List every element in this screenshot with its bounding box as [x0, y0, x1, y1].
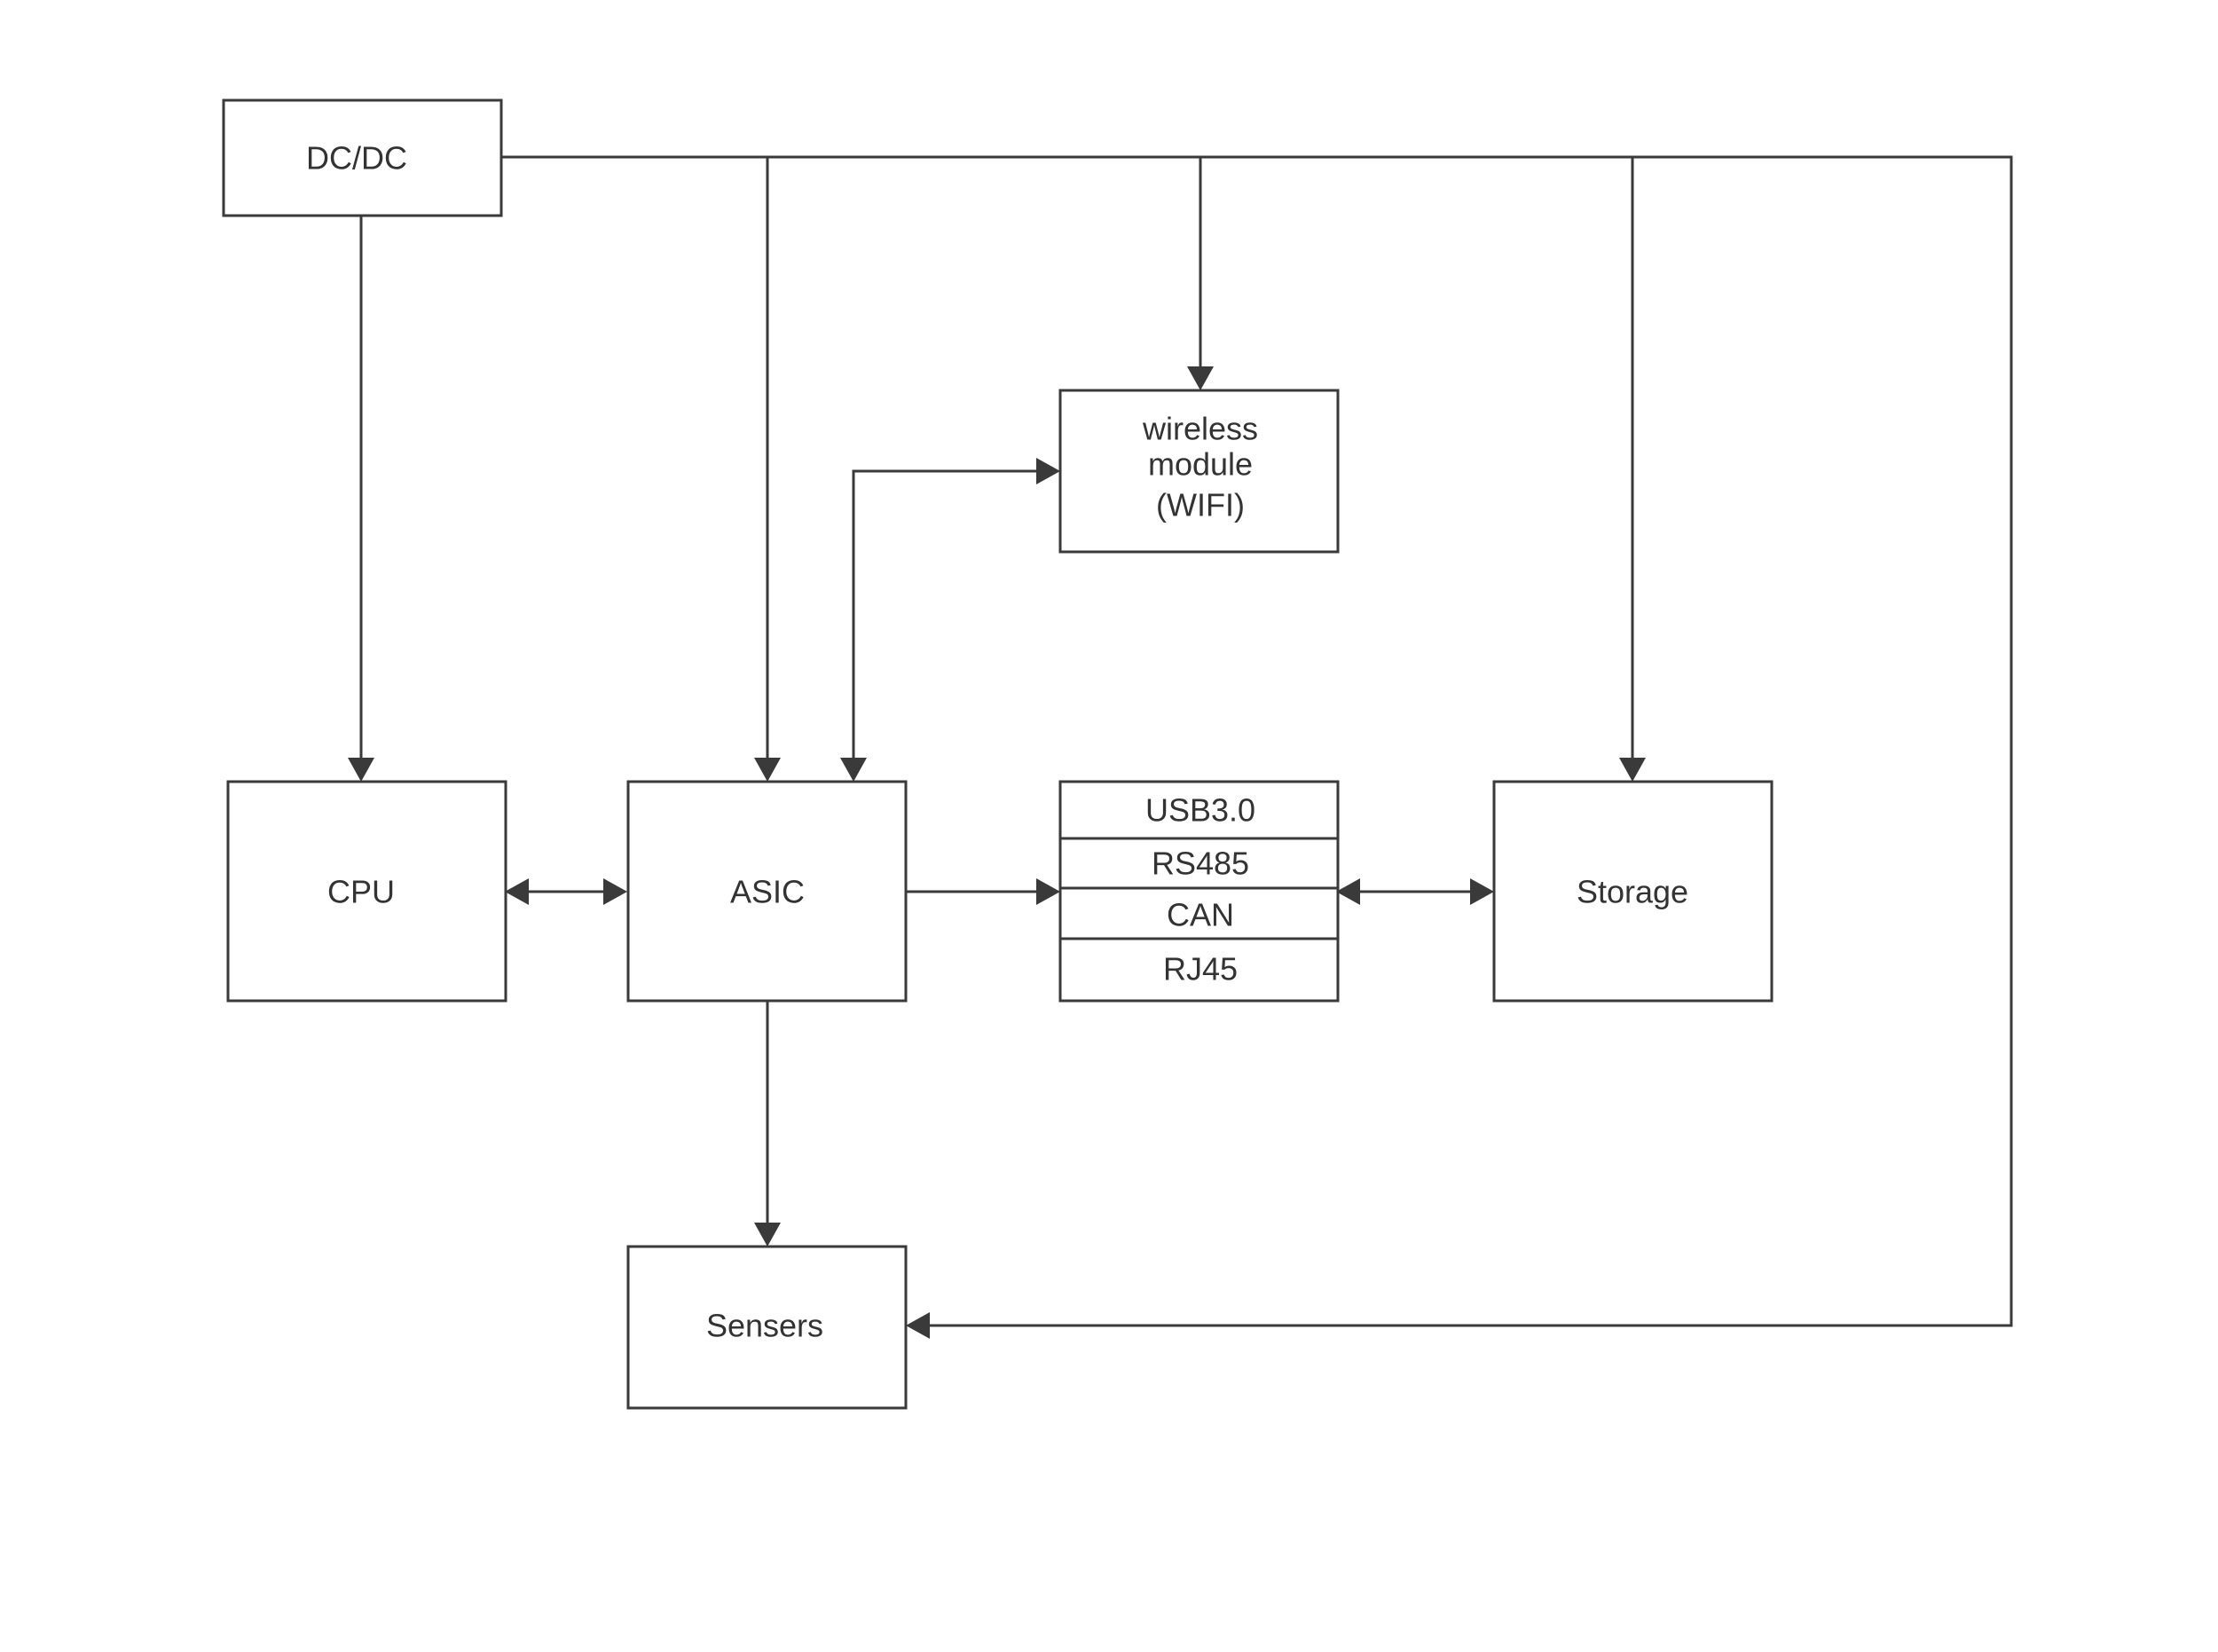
interface-usb: USB3.0 [1145, 792, 1255, 829]
node-sensers-label: Sensers [706, 1308, 823, 1344]
node-cpu-label: CPU [327, 874, 395, 910]
node-wireless-label-line-2: module [1148, 446, 1253, 483]
arrowhead-down-sensers [754, 1223, 781, 1247]
arrowhead-down-wireless [1187, 366, 1214, 390]
arrowhead-down-asic-wireless [840, 758, 867, 782]
node-storage-label: Storage [1577, 874, 1688, 910]
edge-dcdc-bus [501, 155, 2013, 1327]
node-sensers-box [626, 1245, 908, 1410]
node-sensers: Sensers [626, 1245, 908, 1410]
node-asic-box [626, 780, 908, 1003]
connectors [359, 155, 2013, 1327]
arrowhead-down-cpu [348, 758, 374, 782]
arrowheads [348, 366, 1646, 1339]
node-interfaces-box [1058, 780, 1340, 1003]
node-dcdc: DC/DC [222, 98, 503, 217]
node-asic: ASIC [626, 780, 908, 1003]
node-wireless-label-line-3: (WIFI) [1156, 487, 1245, 523]
interface-rj45: RJ45 [1163, 951, 1238, 987]
arrowhead-left-sensers [906, 1312, 930, 1339]
edge-asic-wireless [852, 469, 1039, 760]
arrowhead-down-asic-power [754, 758, 781, 782]
node-cpu-box [226, 780, 507, 1003]
arrowhead-right-storage [1470, 878, 1494, 905]
arrowhead-right-interfaces [1036, 878, 1060, 905]
node-interfaces: USB3.0 RS485 CAN RJ45 [1058, 780, 1340, 1003]
node-cpu: CPU [226, 780, 507, 1003]
interface-can: CAN [1167, 897, 1234, 933]
node-dcdc-label: DC/DC [306, 140, 407, 177]
node-wireless-box [1058, 389, 1340, 554]
arrowhead-left-cpu [505, 878, 529, 905]
node-dcdc-box [222, 98, 503, 217]
node-asic-label: ASIC [730, 874, 805, 910]
interface-rs485: RS485 [1152, 846, 1249, 882]
arrowhead-left-interfaces [1336, 878, 1360, 905]
node-wireless-label-line-1: wireless [1142, 411, 1258, 447]
node-storage: Storage [1492, 780, 1774, 1003]
node-storage-box [1492, 780, 1774, 1003]
arrowhead-right-asic [603, 878, 627, 905]
arrowhead-down-storage [1619, 758, 1646, 782]
arrowhead-right-wireless [1036, 458, 1060, 484]
node-wireless: wireless module (WIFI) [1058, 389, 1340, 554]
